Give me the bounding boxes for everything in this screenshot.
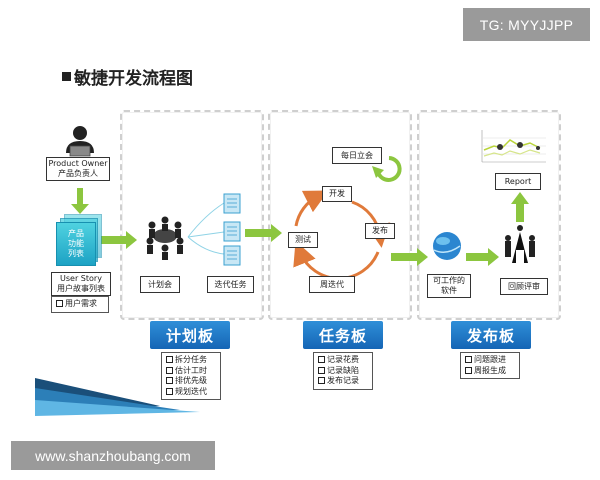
weekly-iteration-label: 周迭代 [309, 276, 355, 293]
backlog-line2: 功能 [68, 239, 84, 248]
title-bullet-icon [62, 72, 71, 81]
user-needs-item: 用户需求 [56, 299, 104, 310]
user-story-label: User Story 用户故事列表 [51, 272, 111, 296]
watermark-top: TG: MYYJJPP [463, 8, 590, 41]
cycle-test-box: 测试 [288, 232, 318, 248]
task-doc-icons [223, 193, 241, 266]
arrow-po-to-backlog [71, 188, 89, 214]
board-release-header: 发布板 [451, 321, 531, 349]
product-owner-en: Product Owner [48, 159, 108, 168]
cycle-develop-text: 开发 [329, 189, 345, 198]
board-task-header: 任务板 [303, 321, 383, 349]
cycle-test-text: 测试 [295, 235, 311, 244]
working-software-line1: 可工作的 [433, 276, 465, 285]
board-release-item: 周报生成 [465, 366, 515, 377]
board-plan-item: 规划迭代 [166, 387, 216, 398]
product-owner-icon [66, 126, 94, 157]
weekly-iteration-text: 周迭代 [320, 279, 344, 289]
user-story-en: User Story [60, 274, 102, 283]
user-story-cn: 用户故事列表 [57, 284, 105, 293]
board-task-item: 发布记录 [318, 376, 368, 387]
board-task-item: 记录缺陷 [318, 366, 368, 377]
report-chart-icon [481, 130, 546, 163]
backlog-line3: 列表 [68, 249, 84, 258]
user-needs-list: 用户需求 [51, 296, 109, 313]
iteration-tasks-text: 迭代任务 [214, 279, 247, 289]
board-plan-header: 计划板 [150, 321, 230, 349]
review-text: 回顾评审 [508, 281, 540, 291]
board-release-list: 问题跟进 周报生成 [460, 352, 520, 379]
working-software-label: 可工作的 软件 [427, 274, 471, 298]
meeting-people-icon [146, 216, 184, 260]
board-plan-item: 估计工时 [166, 366, 216, 377]
watermark-bottom: www.shanzhoubang.com [11, 441, 215, 470]
task-split-lines [187, 202, 225, 255]
cycle-develop-box: 开发 [322, 186, 352, 202]
arrow-software-to-review [466, 248, 499, 266]
review-label: 回顾评审 [500, 278, 548, 295]
review-meeting-icon [505, 225, 535, 263]
globe-icon [433, 232, 461, 260]
arrow-iteration-to-software [391, 248, 428, 266]
decorative-swoosh [35, 378, 200, 416]
cycle-release-text: 发布 [372, 226, 388, 235]
report-text: Report [504, 176, 532, 186]
plan-meeting-label: 计划会 [140, 276, 180, 293]
backlog-line1: 产品 [68, 229, 84, 238]
report-label: Report [495, 173, 541, 190]
cycle-release-box: 发布 [365, 223, 395, 239]
daily-standup-text: 每日立会 [341, 150, 373, 160]
daily-cycle-icon [372, 156, 402, 182]
board-task-list: 记录花费 记录缺陷 发布记录 [313, 352, 373, 390]
product-owner-cn: 产品负责人 [58, 169, 98, 178]
board-plan-item: 拆分任务 [166, 355, 216, 366]
page-title: 敏捷开发流程图 [62, 64, 193, 89]
board-plan-list: 拆分任务 估计工时 排优先级 规划迭代 [161, 352, 221, 400]
arrow-review-to-report [511, 192, 529, 222]
product-backlog-stack: 产品 功能 列表 [56, 214, 102, 266]
daily-standup-label: 每日立会 [332, 147, 382, 164]
page-title-text: 敏捷开发流程图 [74, 69, 193, 89]
board-release-item: 问题跟进 [465, 355, 515, 366]
board-plan-item: 排优先级 [166, 376, 216, 387]
plan-meeting-text: 计划会 [148, 279, 172, 289]
product-backlog-card: 产品 功能 列表 [56, 222, 96, 266]
product-owner-label: Product Owner 产品负责人 [46, 157, 110, 181]
arrow-tasks-to-iteration [245, 224, 282, 242]
arrow-backlog-to-plan [101, 231, 137, 249]
board-task-item: 记录花费 [318, 355, 368, 366]
iteration-tasks-label: 迭代任务 [207, 276, 254, 293]
working-software-line2: 软件 [441, 286, 457, 295]
